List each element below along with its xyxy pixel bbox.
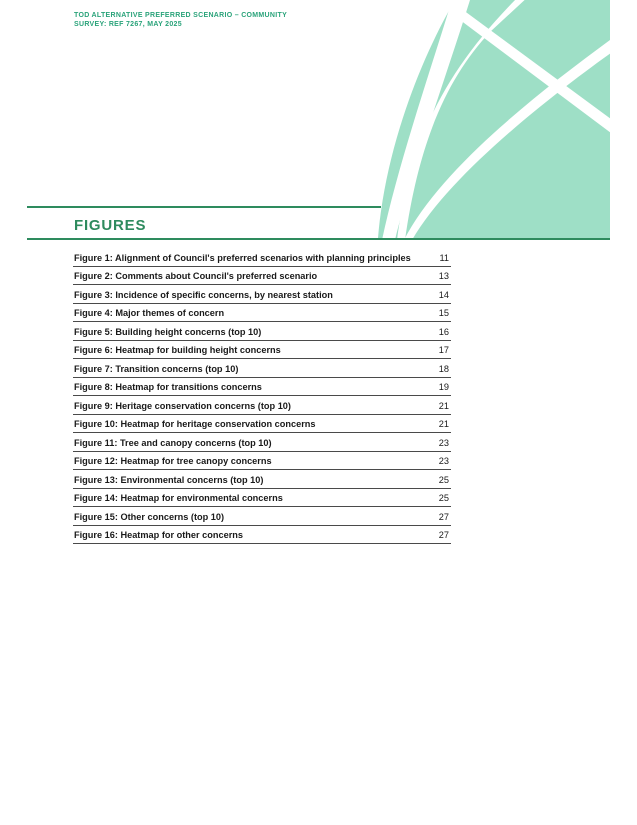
figure-entry-label: Figure 10: Heatmap for heritage conserva… xyxy=(74,419,316,429)
figure-entry-page: 23 xyxy=(438,456,449,466)
figure-entry-page: 25 xyxy=(438,493,449,503)
figure-entry[interactable]: Figure 10: Heatmap for heritage conserva… xyxy=(73,415,451,433)
figure-entry[interactable]: Figure 7: Transition concerns (top 10) 1… xyxy=(73,359,451,378)
figure-entry-label: Figure 7: Transition concerns (top 10) xyxy=(74,363,239,374)
figure-entry-label: Figure 4: Major themes of concern xyxy=(74,308,225,318)
figure-entry-page: 27 xyxy=(438,511,449,522)
figure-entry-label: Figure 15: Other concerns (top 10) xyxy=(74,511,225,522)
section-divider-bottom xyxy=(27,238,610,240)
figure-entry-page: 14 xyxy=(438,289,449,300)
figure-entry[interactable]: Figure 8: Heatmap for transitions concer… xyxy=(73,378,451,396)
figure-entry[interactable]: Figure 2: Comments about Council's prefe… xyxy=(73,267,451,285)
figure-entry-page: 21 xyxy=(438,419,449,429)
decorative-band-4 xyxy=(404,40,615,240)
figure-entry-page: 21 xyxy=(438,400,449,411)
figure-entry-label: Figure 11: Tree and canopy concerns (top… xyxy=(74,437,272,448)
figure-entry-label: Figure 13: Environmental concerns (top 1… xyxy=(74,474,264,485)
figure-entry[interactable]: Figure 5: Building height concerns (top … xyxy=(73,322,451,341)
figure-entry-label: Figure 6: Heatmap for building height co… xyxy=(74,345,281,355)
header-line-2: SURVEY: REF 7267, MAY 2025 xyxy=(74,21,182,28)
figure-entry[interactable]: Figure 11: Tree and canopy concerns (top… xyxy=(73,433,451,452)
figure-entry[interactable]: Figure 6: Heatmap for building height co… xyxy=(73,341,451,359)
figure-entry-label: Figure 8: Heatmap for transitions concer… xyxy=(74,382,262,392)
figure-entry[interactable]: Figure 12: Heatmap for tree canopy conce… xyxy=(73,452,451,470)
figure-entry[interactable]: Figure 4: Major themes of concern 15 xyxy=(73,304,451,322)
section-title: FIGURES xyxy=(74,217,147,234)
figure-entry-page: 15 xyxy=(438,308,449,318)
decorative-band-3 xyxy=(433,0,615,136)
figure-entry-label: Figure 9: Heritage conservation concerns… xyxy=(74,400,291,411)
section-divider-top xyxy=(27,206,381,208)
figure-entry[interactable]: Figure 3: Incidence of specific concerns… xyxy=(73,285,451,304)
decorative-graphic xyxy=(378,0,615,240)
figure-entry-label: Figure 16: Heatmap for other concerns xyxy=(74,530,243,540)
figure-entry-label: Figure 1: Alignment of Council's preferr… xyxy=(74,252,411,263)
figure-entry-page: 27 xyxy=(438,530,449,540)
figure-entry-page: 25 xyxy=(438,474,449,485)
figure-entry-page: 23 xyxy=(438,437,449,448)
figure-entry[interactable]: Figure 9: Heritage conservation concerns… xyxy=(73,396,451,415)
figure-entry-page: 17 xyxy=(438,345,449,355)
figure-entry-page: 19 xyxy=(438,382,449,392)
figure-entry-label: Figure 5: Building height concerns (top … xyxy=(74,326,262,337)
document-header: TOD ALTERNATIVE PREFERRED SCENARIO – COM… xyxy=(74,11,287,29)
figure-entry-label: Figure 2: Comments about Council's prefe… xyxy=(74,271,318,281)
figure-entry[interactable]: Figure 14: Heatmap for environmental con… xyxy=(73,489,451,507)
figure-entry[interactable]: Figure 13: Environmental concerns (top 1… xyxy=(73,470,451,489)
figure-entry-label: Figure 3: Incidence of specific concerns… xyxy=(74,289,333,300)
decorative-band-1 xyxy=(382,0,470,240)
figure-entry-page: 11 xyxy=(439,252,449,263)
header-line-1: TOD ALTERNATIVE PREFERRED SCENARIO – COM… xyxy=(74,12,288,19)
figure-entry-page: 18 xyxy=(438,363,449,374)
figure-entry-page: 13 xyxy=(438,271,449,281)
figure-entry[interactable]: Figure 1: Alignment of Council's preferr… xyxy=(73,248,451,267)
figure-entry-label: Figure 14: Heatmap for environmental con… xyxy=(74,493,283,503)
figure-entry-page: 16 xyxy=(438,326,449,337)
figure-entry-label: Figure 12: Heatmap for tree canopy conce… xyxy=(74,456,272,466)
figures-list: Figure 1: Alignment of Council's preferr… xyxy=(73,248,451,544)
figure-entry[interactable]: Figure 16: Heatmap for other concerns 27 xyxy=(73,526,451,544)
figure-entry[interactable]: Figure 15: Other concerns (top 10) 27 xyxy=(73,507,451,526)
